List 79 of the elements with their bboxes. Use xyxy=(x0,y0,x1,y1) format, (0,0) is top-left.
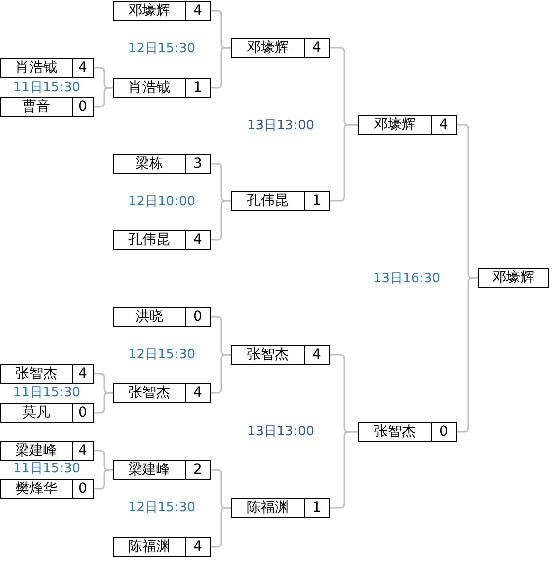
bracket-slot xyxy=(0,97,94,117)
bracket-slot xyxy=(113,154,211,174)
bracket-slot xyxy=(0,364,94,384)
bracket-line xyxy=(211,200,231,241)
player-name: 邓壕辉 xyxy=(359,116,432,134)
bracket-slot xyxy=(231,38,330,58)
bracket-line xyxy=(94,87,113,108)
player-name: 樊烽华 xyxy=(1,480,73,498)
match-score: 0 xyxy=(78,404,88,422)
player-name: 邓壕辉 xyxy=(492,269,536,287)
bracket-line xyxy=(94,469,113,490)
match-score: 4 xyxy=(438,116,450,134)
match-score: 4 xyxy=(312,39,322,57)
bracket-slot xyxy=(113,78,211,98)
player-name: 梁建峰 xyxy=(114,461,186,479)
bracket-line xyxy=(211,47,231,89)
match-time: 11日15:30 xyxy=(14,80,80,96)
match-score: 1 xyxy=(312,192,322,210)
bracket-line xyxy=(211,507,231,548)
player-name: 邓壕辉 xyxy=(232,39,305,57)
match-time: 12日15:30 xyxy=(128,42,196,56)
player-name: 陈福渊 xyxy=(232,499,305,517)
match-score: 0 xyxy=(192,308,204,326)
bracket-slot xyxy=(231,191,330,211)
match-score: 3 xyxy=(192,155,204,173)
match-time: 13日16:30 xyxy=(374,272,440,286)
match-time: 11日15:30 xyxy=(14,462,80,476)
player-name: 肖浩钺 xyxy=(114,79,186,97)
player-name: 曹音 xyxy=(1,98,73,116)
player-name: 张智杰 xyxy=(232,346,305,364)
bracket-slot xyxy=(0,403,94,423)
match-score: 0 xyxy=(438,423,450,441)
bracket-line xyxy=(94,392,113,414)
bracket-slot xyxy=(113,460,211,480)
bracket-slot xyxy=(113,307,211,327)
match-score: 0 xyxy=(78,480,88,498)
match-score: 4 xyxy=(78,59,88,77)
player-name: 孔伟昆 xyxy=(114,231,186,249)
bracket-slot xyxy=(113,383,211,403)
match-score: 4 xyxy=(192,231,204,249)
match-score: 4 xyxy=(192,2,204,20)
match-time: 11日15:30 xyxy=(14,386,80,400)
match-time: 13日13:00 xyxy=(248,118,314,134)
bracket-line xyxy=(211,354,231,394)
player-name: 陈福渊 xyxy=(114,538,186,556)
bracket-slot xyxy=(358,422,457,442)
bracket-slot xyxy=(231,345,330,365)
player-name: 张智杰 xyxy=(114,384,186,402)
match-score: 0 xyxy=(78,98,88,116)
bracket-slot xyxy=(0,441,94,461)
player-name: 梁建峰 xyxy=(1,442,73,460)
bracket-slot xyxy=(113,230,211,250)
match-score: 1 xyxy=(312,499,322,517)
player-name: 孔伟昆 xyxy=(232,192,305,210)
player-name: 张智杰 xyxy=(1,365,73,383)
bracket-slot xyxy=(113,537,211,557)
player-name: 肖浩钺 xyxy=(1,59,73,77)
bracket-slot xyxy=(0,58,94,78)
player-name: 邓壕辉 xyxy=(114,2,186,20)
player-name: 洪晓 xyxy=(114,308,186,326)
match-score: 2 xyxy=(192,461,204,479)
bracket-slot xyxy=(113,1,211,21)
bracket-slot xyxy=(0,479,94,499)
match-score: 1 xyxy=(192,79,204,97)
match-time: 12日10:00 xyxy=(128,194,196,210)
player-name: 莫凡 xyxy=(1,404,73,422)
player-name: 张智杰 xyxy=(359,423,432,441)
match-score: 4 xyxy=(192,538,204,556)
bracket-slot xyxy=(478,268,549,288)
match-time: 13日13:00 xyxy=(248,424,314,440)
match-time: 12日15:30 xyxy=(128,500,196,516)
match-time: 12日15:30 xyxy=(128,348,196,362)
player-name: 梁栋 xyxy=(114,155,186,173)
bracket-slot xyxy=(358,115,457,135)
bracket-slot xyxy=(231,498,330,518)
match-score: 4 xyxy=(78,442,88,460)
match-score: 4 xyxy=(312,346,322,364)
match-score: 4 xyxy=(192,384,204,402)
match-score: 4 xyxy=(78,365,88,383)
